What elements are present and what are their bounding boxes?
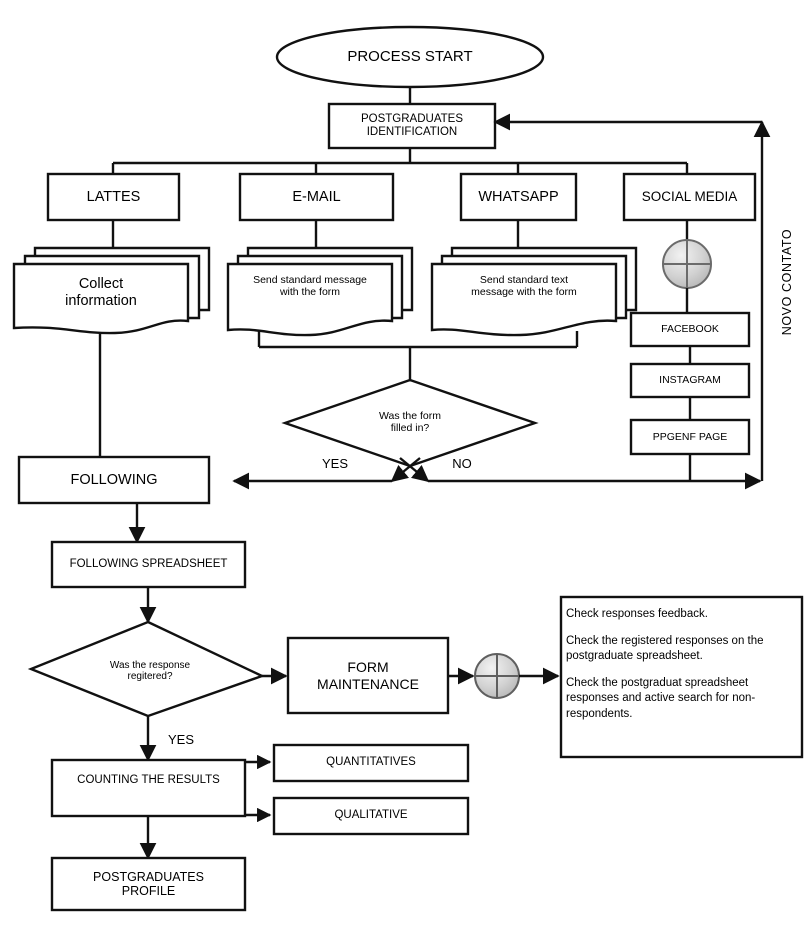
edge-decision-yes-cross [390,457,421,483]
node-channel-whatsapp [459,172,578,222]
node-channel-lattes [46,172,181,222]
node-counting-the-results [50,758,247,818]
note-box-text: Check responses feedback. Check the regi… [566,607,794,749]
note-paragraph-2: Check the registered responses on the po… [566,634,764,663]
node-note-box [559,595,804,759]
node-channel-email [238,172,395,222]
node-doc-email-message-sheet1 [226,262,394,337]
node-decision-form-filled [281,378,539,468]
node-postgraduates-identification [327,102,497,150]
node-form-maintenance [286,636,450,715]
node-result-qualitative [272,796,470,836]
junction-social-media-cross [663,240,711,288]
node-social-facebook [629,311,751,348]
node-channel-social-media [622,172,757,222]
node-social-ppgenf-page [629,418,751,456]
node-following-spreadsheet [50,540,247,589]
node-postgraduates-profile [50,856,247,912]
junction-note-cross [475,654,519,698]
node-result-quantitatives [272,743,470,783]
node-doc-collect-information-sheet1 [12,262,190,335]
note-paragraph-1: Check responses feedback. [566,608,708,620]
edge-decision-no-cross [399,457,430,483]
node-process-start [275,25,545,89]
node-doc-whatsapp-message-sheet1 [430,262,618,337]
node-following [17,455,211,505]
node-social-instagram [629,362,751,399]
node-decision-response-registered [27,620,266,718]
note-paragraph-3: Check the postgraduat spreadsheet respon… [566,676,756,720]
